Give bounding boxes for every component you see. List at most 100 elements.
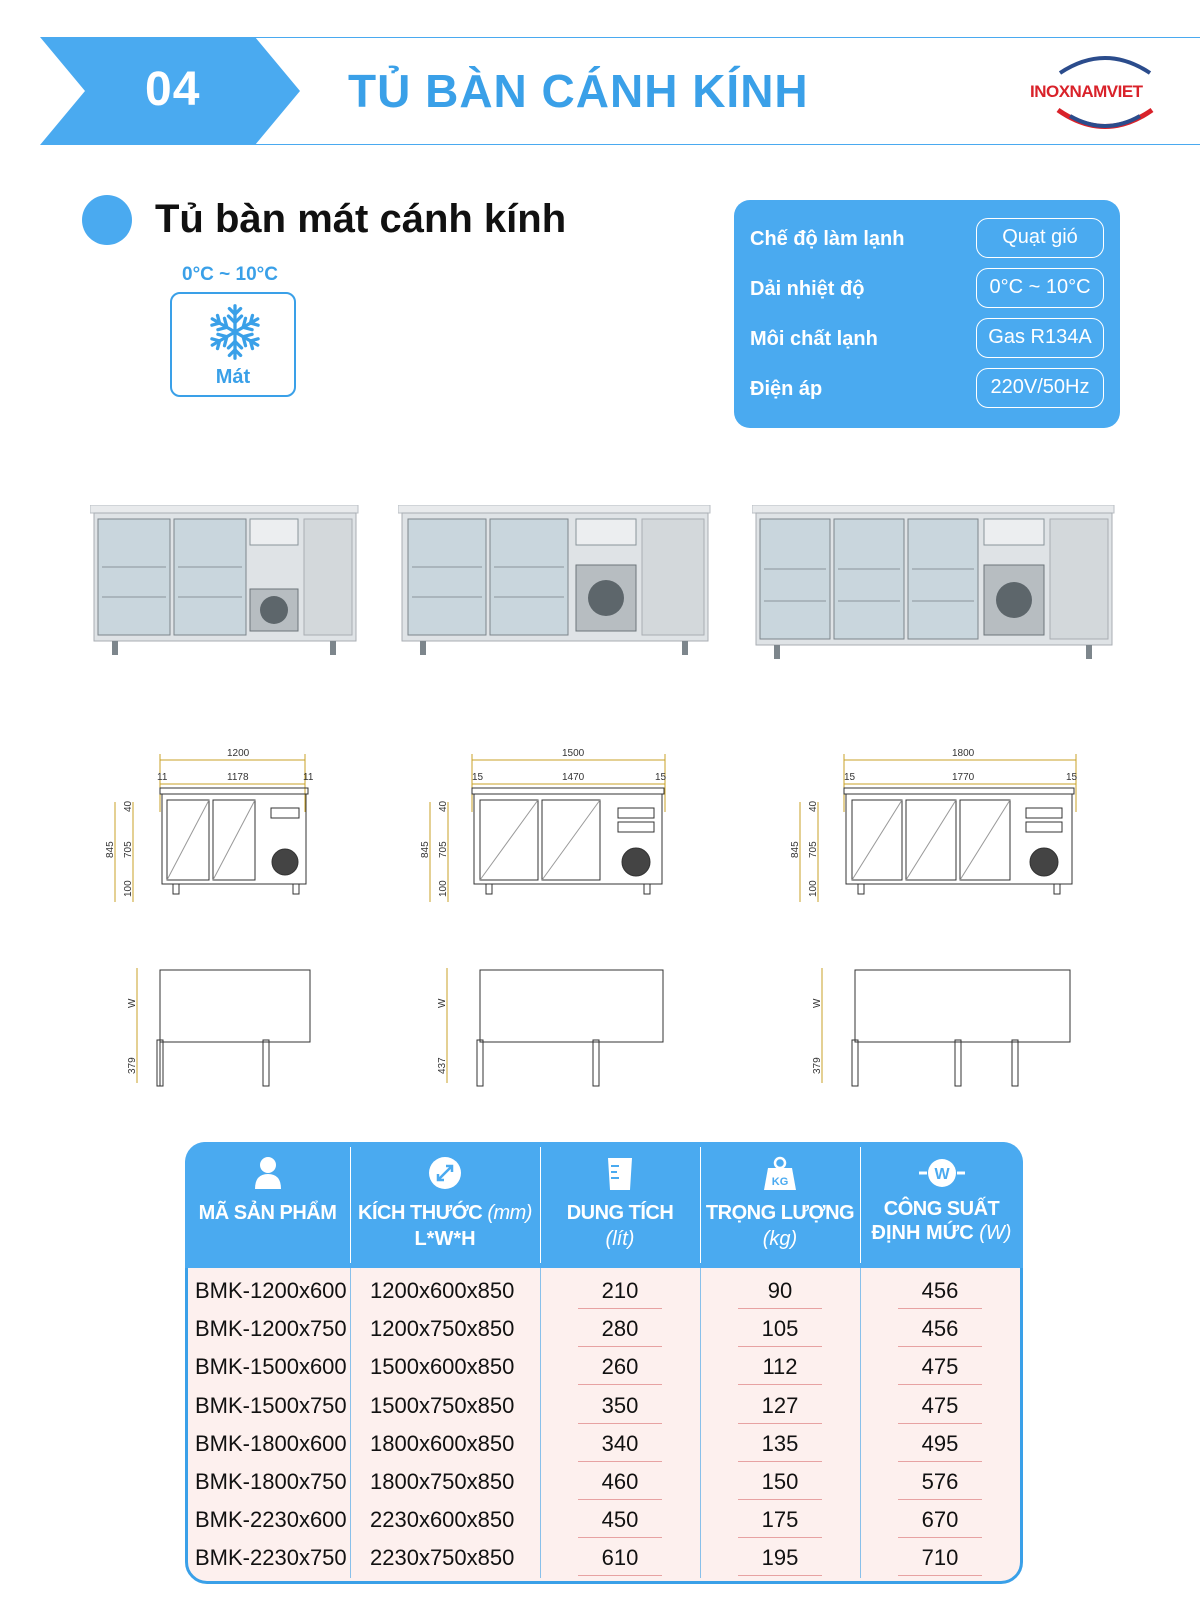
cell-underline — [898, 1384, 982, 1386]
cell-product-code: BMK-1800x600 — [195, 1430, 347, 1456]
top-drawing-1500: W 437 — [437, 968, 664, 1087]
header-volume-label: DUNG TÍCH — [566, 1202, 674, 1224]
cell-underline — [738, 1384, 822, 1386]
cell-underline — [898, 1575, 982, 1577]
cell-underline — [898, 1346, 982, 1348]
cell-dimensions: 1200x750x850 — [370, 1316, 515, 1342]
cell-volume: 280 — [601, 1316, 639, 1342]
cell-underline — [898, 1308, 982, 1309]
dim-bot-height: 100 — [123, 880, 134, 897]
dim-side: 15 — [472, 772, 484, 783]
product-title: Tủ bàn mát cánh kính — [155, 197, 567, 241]
product-image-2-door — [90, 505, 359, 655]
dim-inner-width: 1770 — [952, 772, 975, 783]
cell-underline — [738, 1346, 822, 1348]
product-spec-table: MÃ SẢN PHẨM KÍCH THƯỚC (mm) L*W*H DUNG T… — [185, 1142, 1023, 1584]
cell-underline — [738, 1575, 822, 1577]
spec-label: Môi chất lạnh — [750, 328, 878, 350]
snowflake-icon — [207, 304, 263, 360]
cell-dimensions: 1500x750x850 — [370, 1392, 515, 1418]
dim-mid-height: 705 — [438, 841, 449, 858]
spec-value: Gas R134A — [976, 318, 1104, 358]
header-power-label: CÔNG SUẤT — [883, 1198, 1000, 1220]
cell-power: 576 — [921, 1469, 959, 1494]
cell-underline — [898, 1460, 982, 1462]
spec-row-temp-range: Dải nhiệt độ 0°C ~ 10°C — [750, 268, 1104, 310]
cell-weight: 112 — [762, 1354, 798, 1380]
cell-power: 475 — [921, 1354, 959, 1380]
header-size-label: KÍCH THƯỚC — [358, 1202, 483, 1224]
cell-underline — [898, 1499, 982, 1500]
cell-power: 495 — [921, 1430, 959, 1456]
top-drawing-1800: W 379 — [812, 968, 1071, 1087]
column-divider — [540, 1268, 541, 1578]
cell-underline — [578, 1422, 662, 1424]
temp-range-label: 0°C ~ 10°C — [182, 264, 278, 285]
dim-side2: 15 — [655, 772, 667, 783]
cell-dimensions: 2230x750x850 — [370, 1545, 515, 1571]
user-icon — [254, 1157, 281, 1189]
dim-side: 11 — [157, 772, 168, 783]
cell-volume: 350 — [601, 1392, 639, 1418]
spec-row-cooling-mode: Chế độ làm lạnh Quạt gió — [750, 218, 1104, 260]
dim-mid-height: 705 — [808, 841, 819, 858]
cell-weight: 175 — [761, 1507, 799, 1533]
brand-logo-text: INOXNAMVIET — [1030, 82, 1143, 101]
dim-total-height: 845 — [420, 841, 431, 858]
cell-product-code: BMK-1500x600 — [195, 1354, 347, 1380]
cell-weight: 127 — [761, 1392, 799, 1418]
cell-volume: 460 — [601, 1469, 639, 1494]
cell-power: 710 — [921, 1545, 959, 1571]
spec-panel: Chế độ làm lạnh Quạt gió Dải nhiệt độ 0°… — [734, 200, 1120, 428]
dim-total-width: 1500 — [562, 748, 585, 759]
cell-underline — [578, 1499, 662, 1500]
cell-volume: 210 — [601, 1278, 639, 1303]
spec-row-voltage: Điện áp 220V/50Hz — [750, 368, 1104, 410]
spec-value: Quạt gió — [976, 218, 1104, 258]
header-weight: KG TRỌNG LƯỢNG (kg) — [700, 1142, 860, 1268]
cell-underline — [898, 1422, 982, 1424]
spec-label: Chế độ làm lạnh — [750, 228, 905, 250]
spec-value: 220V/50Hz — [976, 368, 1104, 408]
spec-value: 0°C ~ 10°C — [976, 268, 1104, 308]
header-banner — [40, 37, 1200, 145]
dim-depth: 379 — [812, 1057, 823, 1074]
cell-underline — [578, 1460, 662, 1462]
cell-volume: 340 — [601, 1430, 639, 1456]
dim-depth-label: W — [127, 998, 138, 1008]
header-divider — [350, 1147, 351, 1263]
cell-weight: 90 — [767, 1278, 793, 1303]
cell-dimensions: 1800x600x850 — [370, 1430, 515, 1456]
dim-inner-width: 1470 — [562, 772, 585, 783]
front-drawing-1200: 1200 1178 11 11 845 40 705 100 — [105, 748, 314, 902]
cooling-mode-badge: Mát — [170, 292, 296, 397]
resize-icon — [429, 1157, 461, 1189]
table-header: MÃ SẢN PHẨM KÍCH THƯỚC (mm) L*W*H DUNG T… — [185, 1142, 1023, 1268]
cooling-mode-label: Mát — [215, 366, 251, 388]
section-number: 04 — [145, 63, 201, 116]
cell-power: 670 — [921, 1507, 959, 1533]
cell-underline — [738, 1460, 822, 1462]
header-weight-label: TRỌNG LƯỢNG — [705, 1202, 855, 1224]
header-dimensions: KÍCH THƯỚC (mm) L*W*H — [350, 1142, 540, 1268]
cell-power: 456 — [921, 1278, 959, 1303]
cell-power: 456 — [921, 1316, 959, 1342]
dim-depth-label: W — [437, 998, 448, 1008]
cell-product-code: BMK-2230x750 — [195, 1545, 347, 1571]
cell-weight: 150 — [761, 1469, 799, 1494]
cell-underline — [738, 1537, 822, 1539]
spec-label: Dải nhiệt độ — [750, 278, 865, 300]
cell-volume: 610 — [601, 1545, 639, 1571]
header-power: W CÔNG SUẤT ĐỊNH MỨC (W) — [860, 1142, 1023, 1268]
dim-side2: 11 — [303, 772, 314, 783]
header-volume: DUNG TÍCH (lít) — [540, 1142, 700, 1268]
dim-top-height: 40 — [808, 800, 819, 812]
header-divider — [540, 1147, 541, 1263]
cell-weight: 135 — [761, 1430, 799, 1456]
section-title: TỦ BÀN CÁNH KÍNH — [348, 65, 809, 117]
cell-underline — [898, 1537, 982, 1539]
weight-icon: KG — [764, 1156, 796, 1190]
column-divider — [350, 1268, 351, 1578]
cell-dimensions: 1200x600x850 — [370, 1278, 515, 1303]
dim-mid-height: 705 — [123, 841, 134, 858]
